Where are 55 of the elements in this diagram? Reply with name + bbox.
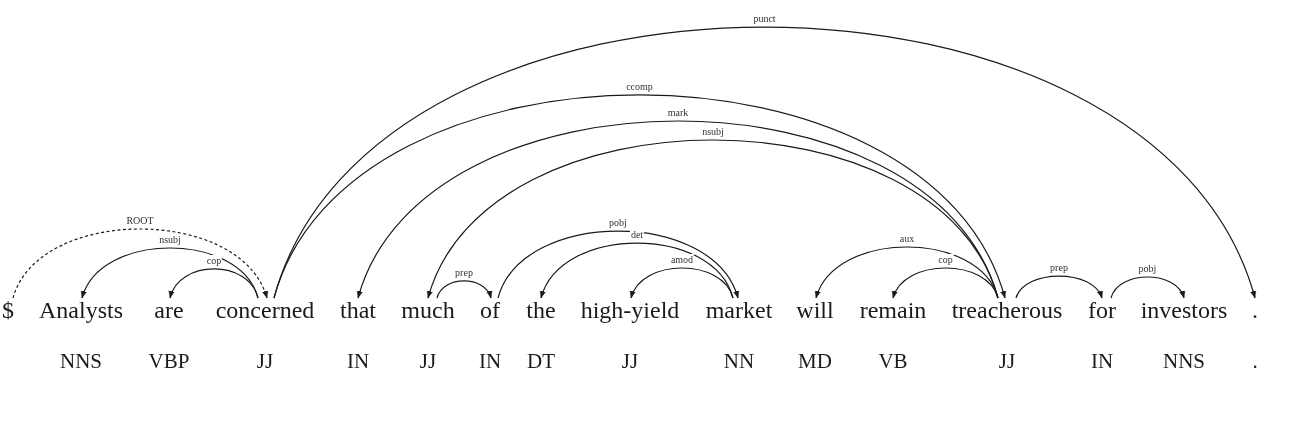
pos-tag: MD bbox=[798, 350, 832, 372]
pos-tag: VBP bbox=[148, 350, 190, 372]
word: treacherous bbox=[951, 298, 1063, 323]
pos-tag: JJ bbox=[621, 350, 639, 372]
word: remain bbox=[859, 298, 927, 323]
word: concerned bbox=[215, 298, 315, 323]
edge-label: amod bbox=[669, 254, 695, 265]
word: high-yield bbox=[580, 298, 680, 323]
pos-tag: JJ bbox=[256, 350, 274, 372]
edge-label: punct bbox=[752, 13, 777, 24]
curved-arrow bbox=[540, 242, 734, 299]
pos-tag: IN bbox=[1090, 350, 1114, 372]
pos-tag: JJ bbox=[419, 350, 437, 372]
pos-tag: IN bbox=[478, 350, 502, 372]
pos-tag: IN bbox=[346, 350, 370, 372]
dashed-arrow bbox=[12, 228, 268, 299]
word: investors bbox=[1140, 298, 1228, 323]
curved-arrow bbox=[169, 268, 259, 299]
edge-label: det bbox=[629, 229, 645, 240]
word: are bbox=[154, 298, 184, 323]
pos-tag: . bbox=[1252, 350, 1258, 372]
curved-arrow bbox=[1015, 275, 1103, 299]
curved-arrow bbox=[1110, 276, 1185, 299]
pos-tag: VB bbox=[878, 350, 908, 372]
word: $ bbox=[2, 298, 14, 323]
word: that bbox=[340, 298, 376, 323]
word: market bbox=[705, 298, 773, 323]
edge-label: pobj bbox=[1137, 263, 1158, 274]
word: will bbox=[796, 298, 834, 323]
edge-label: pobj bbox=[608, 217, 628, 228]
edge-label: ROOT bbox=[125, 215, 155, 226]
edge-label: mark bbox=[666, 107, 690, 118]
pos-tag: NNS bbox=[60, 350, 102, 372]
curved-arrow bbox=[497, 230, 739, 299]
edge-label: nsubj bbox=[158, 234, 182, 245]
pos-tag: JJ bbox=[998, 350, 1016, 372]
pos-tag: DT bbox=[527, 350, 555, 372]
curved-arrow bbox=[427, 139, 999, 299]
pos-tag: NN bbox=[723, 350, 755, 372]
word: for bbox=[1088, 298, 1116, 323]
word: . bbox=[1252, 298, 1258, 323]
edge-label: cop bbox=[205, 255, 223, 266]
word: of bbox=[480, 298, 500, 323]
curved-arrow bbox=[815, 246, 999, 299]
curved-arrow bbox=[630, 267, 734, 299]
curved-arrow bbox=[273, 94, 1006, 299]
curved-arrow bbox=[892, 267, 999, 299]
edge-label: cop bbox=[937, 254, 954, 265]
pos-tag: NNS bbox=[1163, 350, 1205, 372]
edge-label: nsubj bbox=[701, 126, 725, 137]
word: the bbox=[526, 298, 556, 323]
word: Analysts bbox=[39, 298, 123, 323]
curved-arrow bbox=[81, 247, 259, 299]
word: much bbox=[401, 298, 455, 323]
curved-arrow bbox=[436, 280, 492, 299]
